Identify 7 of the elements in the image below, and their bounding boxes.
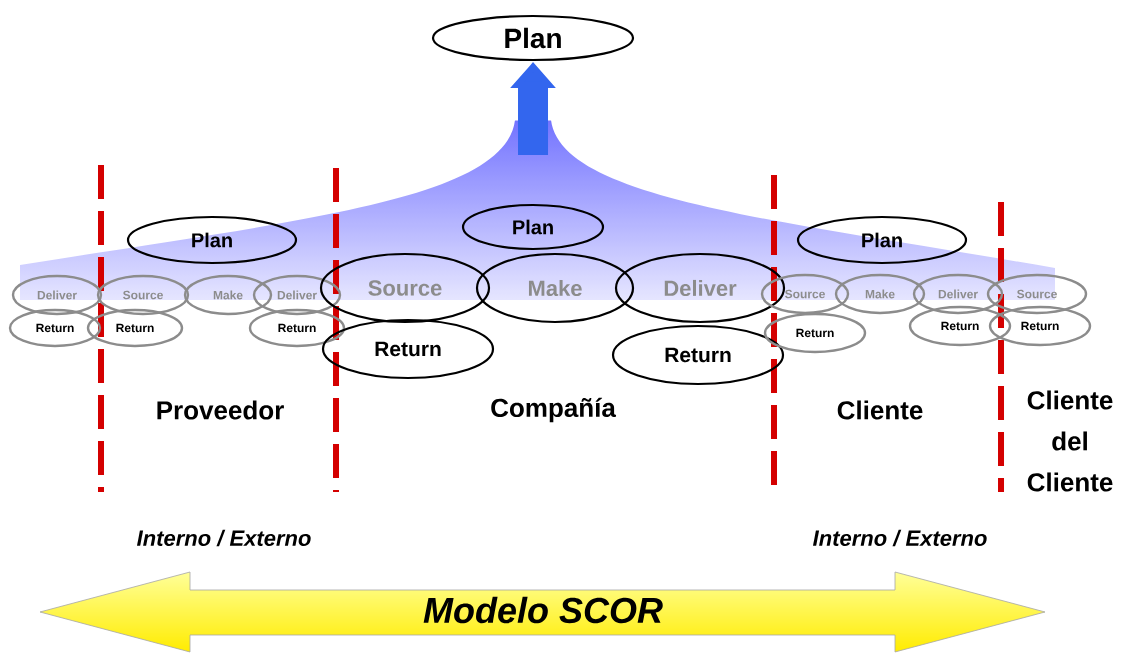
label: Cliente — [837, 400, 923, 420]
label: Proveedor — [157, 400, 284, 420]
label: Compañía — [491, 397, 617, 423]
label: Cliente del Cliente — [1027, 390, 1113, 492]
label: Interno / Externo — [137, 529, 311, 547]
label: Interno / Externo — [813, 529, 987, 547]
label: Modelo SCOR — [423, 596, 663, 624]
